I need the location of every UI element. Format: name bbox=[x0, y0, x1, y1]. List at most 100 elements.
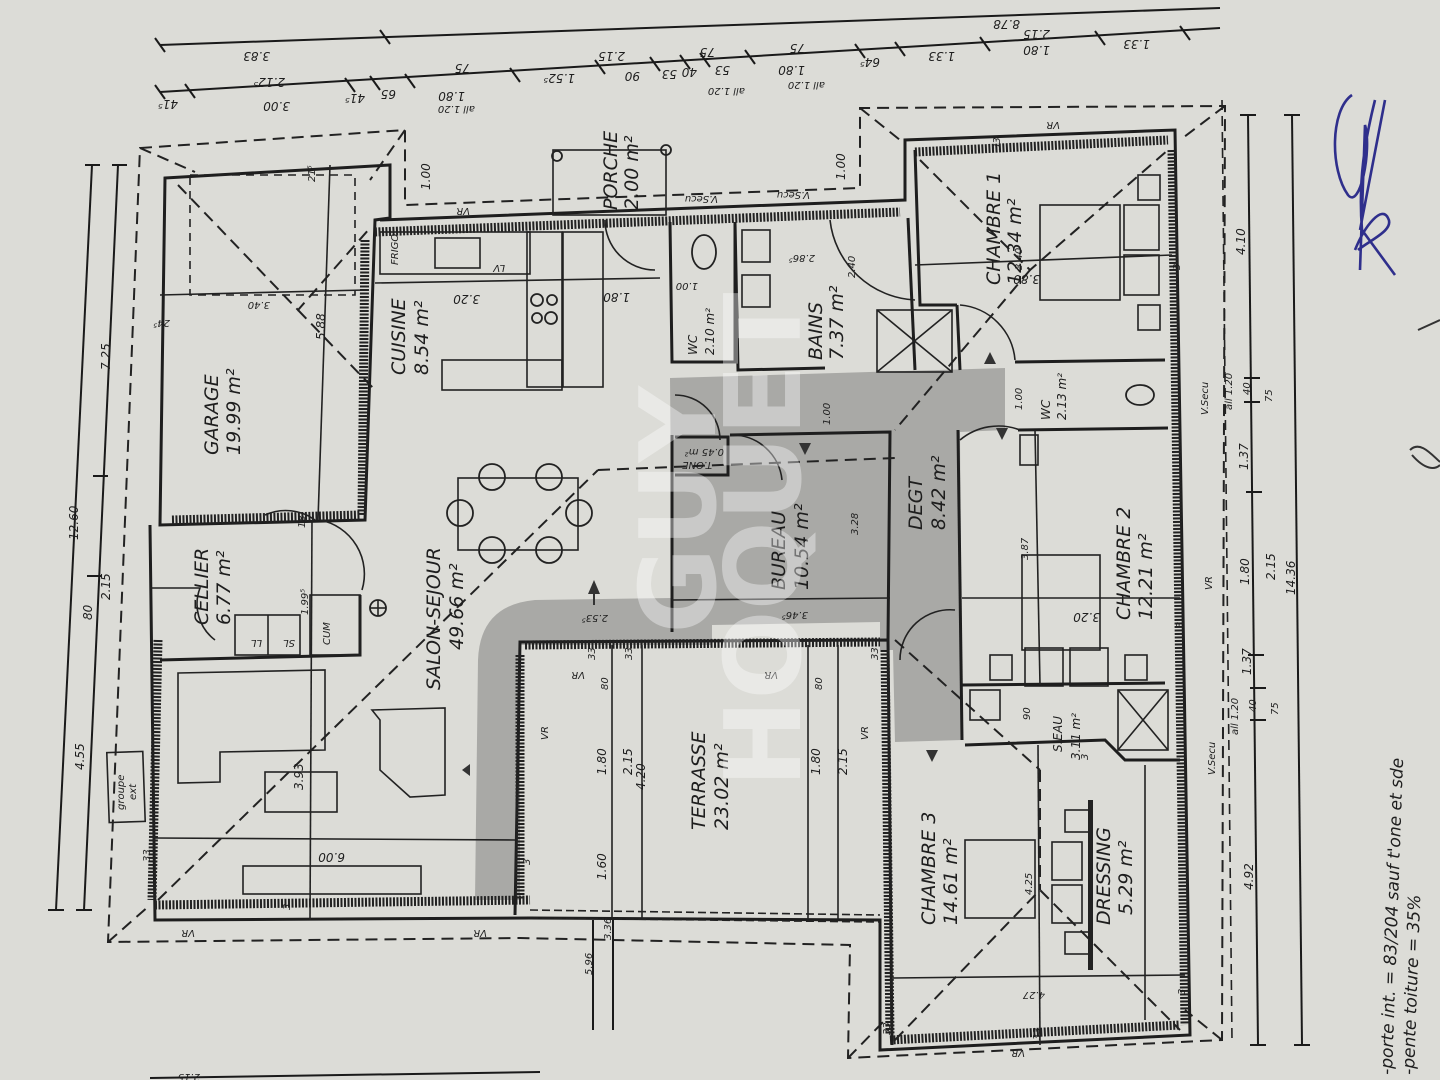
kitchen-counter-top bbox=[379, 231, 531, 275]
svg-text:33: 33 bbox=[882, 1022, 893, 1035]
svg-text:75: 75 bbox=[1264, 389, 1275, 402]
svg-text:21⁵: 21⁵ bbox=[307, 165, 318, 182]
washer-label: LL bbox=[251, 637, 262, 648]
svg-text:1.80: 1.80 bbox=[595, 748, 609, 775]
dim-top-41: 41⁵ bbox=[158, 97, 178, 111]
svg-text:10.54 m²: 10.54 m² bbox=[791, 503, 813, 590]
svg-text:3.20: 3.20 bbox=[453, 292, 480, 306]
svg-text:33: 33 bbox=[1032, 1027, 1043, 1040]
roof-hip-lines bbox=[157, 149, 1181, 1041]
kitchen-bar bbox=[441, 359, 563, 391]
bed-chambre1 bbox=[1039, 204, 1121, 301]
dim-bottom-3-36: 3.36 bbox=[603, 918, 614, 940]
svg-text:PORCHE: PORCHE bbox=[600, 131, 622, 210]
dim-top-65: 65 bbox=[381, 87, 396, 101]
dining-table bbox=[457, 477, 579, 551]
dim-right-4-10: 4.10 bbox=[1234, 228, 1248, 255]
signature bbox=[1333, 93, 1440, 469]
shutter-label-10: VR bbox=[860, 726, 871, 740]
svg-text:2.13 m²: 2.13 m² bbox=[1055, 373, 1069, 420]
svg-text:1.60: 1.60 bbox=[595, 853, 609, 880]
kitchen-island bbox=[562, 231, 604, 388]
dim-top-1-33: 1.33 bbox=[928, 49, 955, 63]
dim-left-2-15: 2.15 bbox=[99, 573, 113, 600]
exterior-walls bbox=[147, 128, 1192, 1052]
svg-text:40: 40 bbox=[1242, 382, 1253, 395]
dim-top-all-120c: all 1.20 bbox=[788, 79, 825, 90]
svg-text:2.15: 2.15 bbox=[621, 748, 635, 775]
room-garage: GARAGE 19.99 m² bbox=[201, 368, 245, 455]
dim-top-40: 40 bbox=[681, 65, 697, 79]
dim-top-all-120a: all 1.20 bbox=[438, 103, 475, 114]
dim-left-12-60: 12.60 bbox=[67, 505, 81, 540]
shutter-label-4: VR bbox=[1011, 1047, 1025, 1058]
svg-text:5.88: 5.88 bbox=[314, 313, 328, 340]
svg-text:80: 80 bbox=[814, 677, 825, 690]
left-dimension-chains: 12.60 7.25 2.15 80 4.55 groupe ext bbox=[48, 164, 147, 911]
svg-text:6.00: 6.00 bbox=[318, 850, 345, 864]
shutter-label-9: VR bbox=[540, 726, 551, 740]
svg-text:all 1.20: all 1.20 bbox=[1224, 373, 1235, 410]
svg-text:GARAGE: GARAGE bbox=[201, 374, 223, 455]
svg-text:3.93: 3.93 bbox=[292, 763, 306, 790]
svg-text:19.99 m²: 19.99 m² bbox=[223, 368, 245, 455]
room-wc1: WC 2.10 m² bbox=[686, 308, 717, 355]
water-heater-label: CUM bbox=[322, 622, 333, 645]
shutter-label-8: VR bbox=[764, 669, 778, 680]
svg-text:33: 33 bbox=[587, 647, 598, 660]
dim-left-80: 80 bbox=[81, 604, 95, 620]
dim-top-1-52: 1.52⁵ bbox=[543, 71, 575, 85]
svg-text:6.77 m²: 6.77 m² bbox=[213, 550, 235, 625]
svg-text:1.00: 1.00 bbox=[419, 163, 433, 190]
svg-text:2.15: 2.15 bbox=[836, 748, 850, 775]
svg-text:40: 40 bbox=[1248, 699, 1259, 712]
svg-text:1.80: 1.80 bbox=[603, 290, 630, 304]
svg-text:3: 3 bbox=[1172, 264, 1183, 270]
svg-text:33: 33 bbox=[870, 647, 881, 660]
svg-text:WC: WC bbox=[1039, 399, 1053, 420]
sofa bbox=[177, 669, 326, 784]
svg-text:5.29 m²: 5.29 m² bbox=[1115, 840, 1137, 915]
roof-outline bbox=[106, 104, 1227, 1060]
dim-top-75c: 75 bbox=[790, 41, 805, 55]
dim-right-1-80: 1.80 bbox=[1238, 558, 1252, 585]
door-arrows bbox=[462, 352, 1008, 776]
dim-bottom-5-96: 5.96 bbox=[584, 953, 595, 975]
tv-unit bbox=[242, 865, 422, 895]
svg-text:CUISINE: CUISINE bbox=[388, 298, 410, 375]
svg-text:75: 75 bbox=[1270, 702, 1281, 715]
svg-text:2.86⁵: 2.86⁵ bbox=[789, 252, 815, 263]
safety-vent-label-1: V.Secu bbox=[685, 193, 718, 204]
interior-dimensions: 5.88 3.40 21⁵ 24⁵ 18 3.20 1.80 1.00 1.00… bbox=[142, 137, 1188, 1046]
svg-text:24⁵: 24⁵ bbox=[153, 317, 170, 328]
svg-text:1.99⁵: 1.99⁵ bbox=[300, 589, 311, 615]
svg-text:3.40: 3.40 bbox=[1014, 248, 1025, 270]
svg-text:1.00: 1.00 bbox=[822, 403, 833, 425]
svg-text:18: 18 bbox=[297, 515, 308, 528]
dim-top-1-80b: 1.80 bbox=[778, 63, 805, 77]
svg-text:2.10 m²: 2.10 m² bbox=[703, 308, 717, 355]
svg-text:3: 3 bbox=[282, 904, 293, 910]
svg-text:2.00 m²: 2.00 m² bbox=[621, 135, 643, 210]
shutter-label-3: VR bbox=[1204, 576, 1215, 590]
svg-text:23.02 m²: 23.02 m² bbox=[711, 743, 733, 830]
svg-text:T.ONE: T.ONE bbox=[682, 459, 712, 470]
room-tone: T.ONE 0.45 m² bbox=[682, 446, 724, 470]
svg-text:33: 33 bbox=[992, 137, 1003, 150]
svg-text:1.00: 1.00 bbox=[676, 280, 698, 291]
svg-text:2.53⁵: 2.53⁵ bbox=[582, 612, 608, 623]
right-dimension-chains: 4.10 1.37 1.80 1.37 4.92 40 75 40 75 all… bbox=[1221, 99, 1310, 1046]
svg-text:4.25: 4.25 bbox=[1024, 873, 1035, 895]
room-porche: PORCHE 2.00 m² bbox=[600, 131, 643, 210]
kitchen-counter-side bbox=[526, 231, 563, 388]
svg-text:CELLIER: CELLIER bbox=[191, 548, 213, 625]
dim-right-4-92: 4.92 bbox=[1242, 863, 1256, 890]
sink bbox=[434, 237, 481, 269]
coffee-table bbox=[264, 771, 338, 813]
dim-top-75b: 75 bbox=[700, 45, 715, 59]
svg-text:4.27: 4.27 bbox=[1022, 989, 1045, 1000]
fridge-label: FRIGO bbox=[390, 234, 401, 265]
dim-top-3-00: 3.00 bbox=[263, 99, 290, 113]
dim-top-3-83: 3.83 bbox=[243, 49, 270, 63]
svg-text:CHAMBRE 1: CHAMBRE 1 bbox=[983, 172, 1005, 285]
